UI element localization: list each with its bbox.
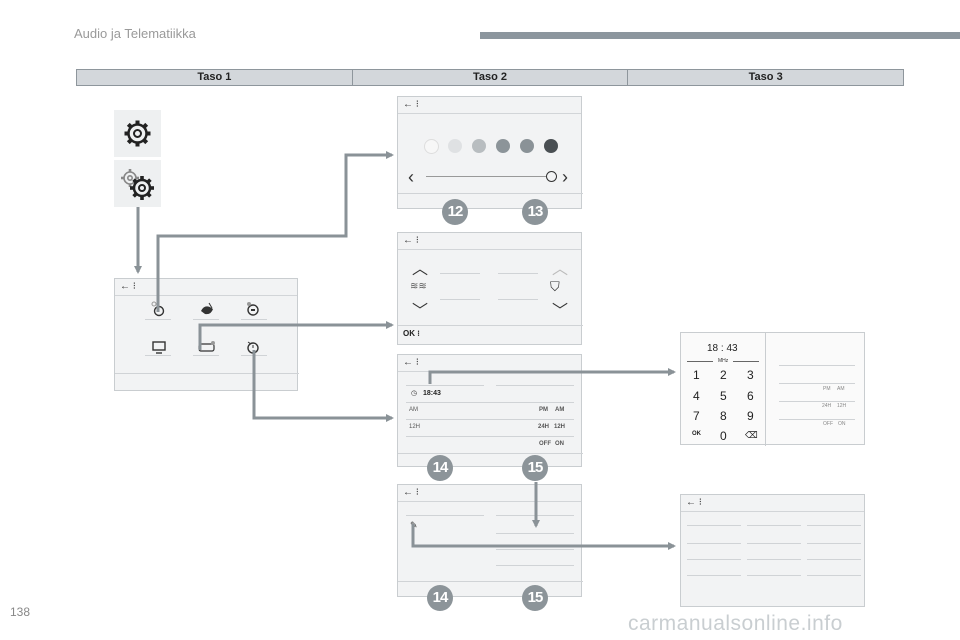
unit-label: MHz <box>718 358 729 364</box>
key-2[interactable]: 2 <box>720 368 727 382</box>
menu-dots-icon[interactable]: ⁝ <box>415 487 419 498</box>
page-number: 138 <box>10 605 31 619</box>
screen-topbar: ← ⁝ <box>681 495 864 512</box>
badge-15: 15 <box>522 585 548 611</box>
chevron-down-icon[interactable]: ﹀ <box>412 303 429 320</box>
24h-option[interactable]: 24H <box>538 424 550 430</box>
pm-option[interactable]: PM <box>823 386 831 392</box>
off-option[interactable]: OFF <box>823 421 833 427</box>
key-0[interactable]: 0 <box>720 429 727 443</box>
off-option[interactable]: OFF <box>539 441 551 447</box>
chevron-right-icon[interactable]: › <box>562 167 568 187</box>
on-option[interactable]: ON <box>555 441 564 447</box>
screen-topbar: ← ⁝ <box>398 97 581 114</box>
theme-swatch-4[interactable] <box>496 139 510 153</box>
lines-icon: ≋≋ <box>410 281 427 292</box>
am-option[interactable]: AM <box>837 386 845 392</box>
level2-adjust-screen: ← ⁝ ︿ ︿ ﹀ ﹀ ≋≋ ⛉ OK ⁝ <box>397 232 583 345</box>
header-bar <box>480 32 960 39</box>
level1-settings-screen: ← ⁝ <box>114 278 299 391</box>
badge-14: 14 <box>427 585 453 611</box>
key-7[interactable]: 7 <box>693 409 700 423</box>
am-label: AM <box>409 407 418 413</box>
theme-swatch-1[interactable] <box>424 139 439 154</box>
levels-header: Taso 1 Taso 2 Taso 3 <box>76 69 904 86</box>
key-6[interactable]: 6 <box>747 389 754 403</box>
settings-icon-box-2 <box>114 160 161 207</box>
badge-12: 12 <box>442 199 468 225</box>
screen-topbar: ← ⁝ <box>398 233 581 250</box>
key-8[interactable]: 8 <box>720 409 727 423</box>
12h-option[interactable]: 12H <box>837 403 847 409</box>
am-option[interactable]: AM <box>555 407 565 413</box>
menu-dots-icon[interactable]: ⁝ <box>415 357 419 368</box>
level-1-label: Taso 1 <box>77 70 353 85</box>
12h-option[interactable]: 12H <box>554 424 566 430</box>
key-1[interactable]: 1 <box>693 368 700 382</box>
arrow-time-to-keypad <box>428 368 676 384</box>
chevron-down-icon[interactable]: ﹀ <box>552 303 569 320</box>
level2-theme-screen: ← ⁝ ‹ › <box>397 96 583 209</box>
screen-topbar: ← ⁝ <box>115 279 297 296</box>
pm-option[interactable]: PM <box>539 407 548 413</box>
arrow-left-icon[interactable]: ← <box>686 497 696 508</box>
theme-swatch-6[interactable] <box>544 139 558 153</box>
time-value[interactable]: 18:43 <box>423 390 441 397</box>
arrow-left-icon[interactable]: ← <box>403 99 413 110</box>
target-icon[interactable] <box>546 171 557 182</box>
keypad-divider <box>765 333 766 446</box>
watermark: carmanualsonline.info <box>628 612 843 635</box>
arrow-clock-to-clock <box>252 350 394 422</box>
level2-edit-screen: ← ⁝ ✎ <box>397 484 583 597</box>
level3-list-screen: ← ⁝ <box>680 494 865 607</box>
arrow-left-icon[interactable]: ← <box>403 235 413 246</box>
key-ok[interactable]: OK <box>692 431 701 437</box>
backspace-icon[interactable]: ⌫ <box>745 430 758 440</box>
level-2-label: Taso 2 <box>353 70 629 85</box>
menu-dots-icon[interactable]: ⁝ <box>698 497 702 508</box>
arrow-gear-to-theme <box>156 151 394 312</box>
arrow-left-icon[interactable]: ← <box>403 357 413 368</box>
badge-13: 13 <box>522 199 548 225</box>
keypad-time: 18 : 43 <box>707 343 738 354</box>
badge-14: 14 <box>427 455 453 481</box>
on-option[interactable]: ON <box>838 421 846 427</box>
chevron-left-icon[interactable]: ‹ <box>408 167 414 187</box>
theme-swatch-5[interactable] <box>520 139 534 153</box>
palette-icon[interactable] <box>199 301 215 317</box>
menu-dots-icon[interactable]: ⁝ <box>132 281 136 292</box>
screen-topbar: ← ⁝ <box>398 485 581 502</box>
clock-icon: ◷ <box>411 390 418 397</box>
theme-swatch-2[interactable] <box>448 139 462 153</box>
12h-label: 12H <box>409 424 421 430</box>
theme-swatch-3[interactable] <box>472 139 486 153</box>
menu-dots-icon[interactable]: ⁝ <box>415 99 419 110</box>
badge-15: 15 <box>522 455 548 481</box>
key-3[interactable]: 3 <box>747 368 754 382</box>
gears-icon <box>121 169 154 200</box>
arrow-edit-to-list <box>411 524 676 550</box>
level-3-label: Taso 3 <box>748 71 783 83</box>
section-title: Audio ja Telematiikka <box>74 26 196 41</box>
24h-option[interactable]: 24H <box>822 403 832 409</box>
search-display-icon[interactable] <box>245 301 261 317</box>
menu-dots-icon[interactable]: ⁝ <box>415 235 419 246</box>
key-4[interactable]: 4 <box>693 389 700 403</box>
hat-icon: ⛉ <box>550 279 560 294</box>
ok-button[interactable]: OK ⁝ <box>403 329 420 338</box>
key-5[interactable]: 5 <box>720 389 727 403</box>
arrow-left-icon[interactable]: ← <box>120 281 130 292</box>
arrow-keyboard-to-adjust <box>198 321 394 350</box>
key-9[interactable]: 9 <box>747 409 754 423</box>
chevron-up-icon[interactable]: ︿ <box>412 261 429 278</box>
monitor-icon[interactable] <box>151 339 167 355</box>
level3-keypad-screen: 18 : 43 MHz 1 2 3 4 5 6 7 8 9 OK 0 ⌫ PM … <box>680 332 865 446</box>
chevron-up-disabled-icon: ︿ <box>552 261 569 278</box>
gear-icon <box>124 120 151 147</box>
settings-icon-box-1 <box>114 110 161 157</box>
arrow-left-icon[interactable]: ← <box>403 487 413 498</box>
